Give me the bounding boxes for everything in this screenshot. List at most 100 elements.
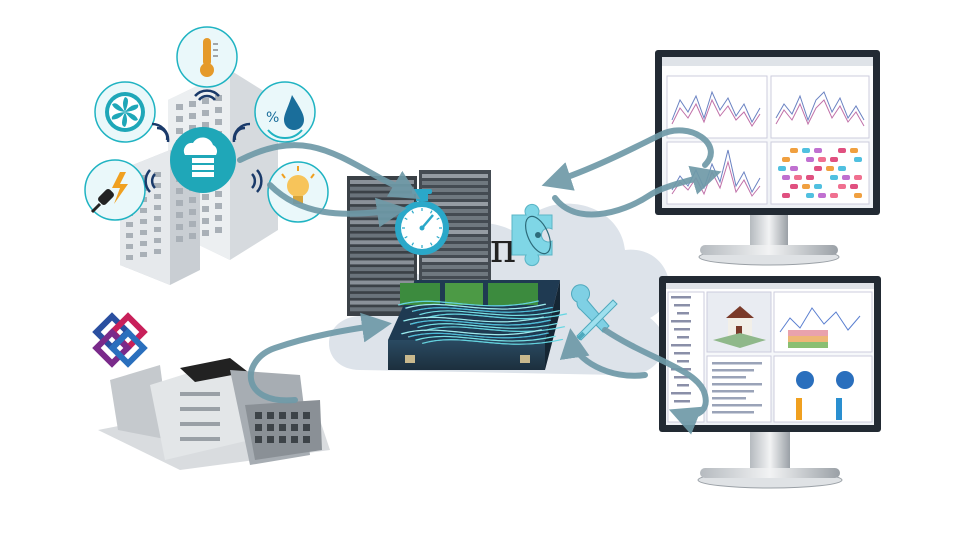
building-window <box>176 224 183 230</box>
building-window <box>215 107 222 113</box>
building-window <box>176 104 183 110</box>
building-window <box>140 219 147 224</box>
timeline-event <box>814 166 822 171</box>
bim-balcony <box>180 407 220 411</box>
building-window <box>189 209 196 215</box>
rack-slot <box>422 272 488 276</box>
rack-slot <box>350 193 414 198</box>
timeline-event <box>830 193 838 198</box>
timeline-event <box>814 184 822 189</box>
tree-node <box>677 336 689 339</box>
building-window <box>140 252 147 257</box>
table-row <box>712 369 754 372</box>
analytics-monitor <box>655 50 880 266</box>
smart-building-cluster <box>120 70 278 285</box>
bim-ifc-logo <box>92 312 148 368</box>
tree-node <box>677 360 689 363</box>
watch-tick <box>436 235 440 239</box>
rack-slot <box>350 280 414 285</box>
building-window <box>126 255 133 260</box>
timeline-event <box>850 184 858 189</box>
timeline-event <box>782 157 790 162</box>
table-panel <box>706 355 772 423</box>
building-window <box>202 218 209 224</box>
table-row <box>712 376 746 379</box>
timeline-event <box>838 184 846 189</box>
timeline-event <box>838 148 846 153</box>
building-window <box>189 197 196 203</box>
arrow-sensors-to-servers <box>237 142 421 200</box>
rack-slot <box>422 244 488 248</box>
rack-slot <box>422 174 488 178</box>
timeline-event <box>842 175 850 180</box>
rack-slot <box>350 240 414 245</box>
streamline <box>419 310 561 316</box>
bim-window <box>303 424 310 431</box>
building-window <box>202 110 209 116</box>
building-model-monitor <box>659 276 881 489</box>
bim-balcony <box>180 392 220 396</box>
rack-slot <box>350 273 414 278</box>
kpi-panel <box>773 355 873 423</box>
building-window <box>189 221 196 227</box>
building-window <box>140 175 147 180</box>
bim-window <box>291 436 298 443</box>
tree-node <box>677 384 689 387</box>
table-row <box>712 404 762 407</box>
streamline <box>422 338 564 345</box>
timeline-event <box>802 148 810 153</box>
arrow-bim-to-cfd <box>247 312 392 404</box>
svg-text:%: % <box>266 110 279 126</box>
building-window <box>140 241 147 246</box>
timeline-event <box>778 166 786 171</box>
arrow-monitor-to-tools <box>559 328 648 379</box>
streamline <box>401 329 543 336</box>
building-window <box>154 205 161 210</box>
building-window <box>154 183 161 188</box>
timeline-event <box>782 175 790 180</box>
building-window <box>202 206 209 212</box>
fan-blade <box>123 97 128 112</box>
thermometer-icon <box>176 26 238 88</box>
humidity-icon: % <box>254 81 316 143</box>
rack-slot <box>350 200 414 205</box>
timeline-event <box>830 157 838 162</box>
building-window <box>202 122 209 128</box>
timeline-event <box>854 157 862 162</box>
rack-slot <box>422 223 488 227</box>
airflow-streamlines <box>397 300 568 345</box>
timeline-event <box>818 157 826 162</box>
building-window <box>140 208 147 213</box>
tree-node <box>671 296 691 299</box>
building-window <box>126 233 133 238</box>
building-window <box>126 244 133 249</box>
streamline <box>417 322 559 329</box>
bim-window <box>255 412 262 419</box>
tree-node <box>674 328 690 331</box>
bim-window <box>267 424 274 431</box>
timeline-event <box>818 193 826 198</box>
building-window <box>202 194 209 200</box>
rack-slot <box>350 300 414 305</box>
bim-window <box>303 412 310 419</box>
bim-window <box>279 412 286 419</box>
timeline-event <box>790 166 798 171</box>
building-window <box>189 125 196 131</box>
tree-node <box>674 400 690 403</box>
building-window <box>126 222 133 227</box>
rack-slot <box>350 307 414 312</box>
rack-slot <box>422 216 488 220</box>
building-window <box>176 128 183 134</box>
tree-node <box>674 352 690 355</box>
streamline <box>405 303 547 310</box>
building-window <box>215 191 222 197</box>
arrow-dashboard-to-cloud <box>541 127 714 191</box>
rack-slot <box>350 247 414 251</box>
fan-icon <box>94 81 156 143</box>
flow-arrows <box>237 127 722 435</box>
rack-slot <box>422 188 488 192</box>
bim-window <box>267 436 274 443</box>
arrow-lightbulb-to-stopwatch <box>267 182 407 228</box>
rack-slot <box>422 202 488 206</box>
timeline-event <box>806 193 814 198</box>
